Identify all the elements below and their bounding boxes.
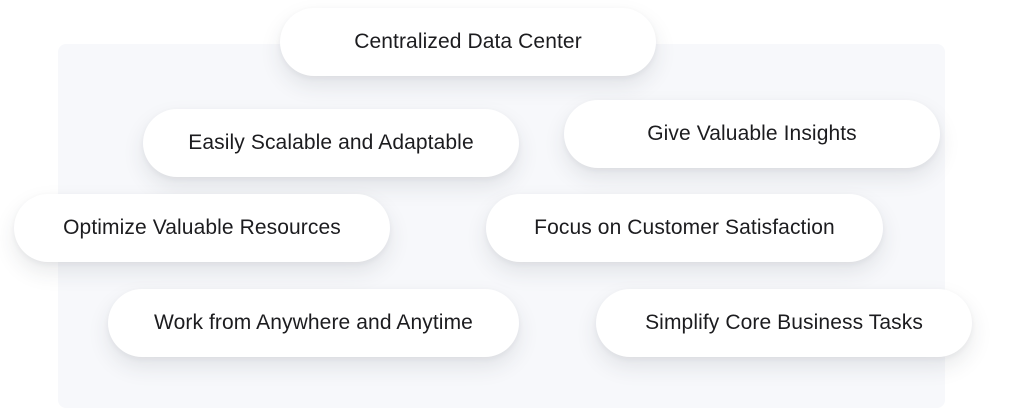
benefit-pill-work-anywhere: Work from Anywhere and Anytime — [108, 289, 519, 357]
benefit-label: Give Valuable Insights — [647, 122, 857, 145]
benefit-pill-centralized-data-center: Centralized Data Center — [280, 8, 656, 76]
benefit-pill-optimize-resources: Optimize Valuable Resources — [14, 194, 390, 262]
benefit-pill-customer-satisfaction: Focus on Customer Satisfaction — [486, 194, 883, 262]
benefit-pill-valuable-insights: Give Valuable Insights — [564, 100, 940, 168]
benefit-pill-easily-scalable: Easily Scalable and Adaptable — [143, 109, 519, 177]
benefit-label: Focus on Customer Satisfaction — [534, 216, 835, 239]
benefit-label: Centralized Data Center — [354, 30, 582, 53]
benefit-label: Easily Scalable and Adaptable — [188, 131, 474, 154]
benefit-label: Optimize Valuable Resources — [63, 216, 341, 239]
benefit-label: Work from Anywhere and Anytime — [154, 311, 473, 334]
benefit-pill-simplify-tasks: Simplify Core Business Tasks — [596, 289, 972, 357]
benefit-label: Simplify Core Business Tasks — [645, 311, 923, 334]
